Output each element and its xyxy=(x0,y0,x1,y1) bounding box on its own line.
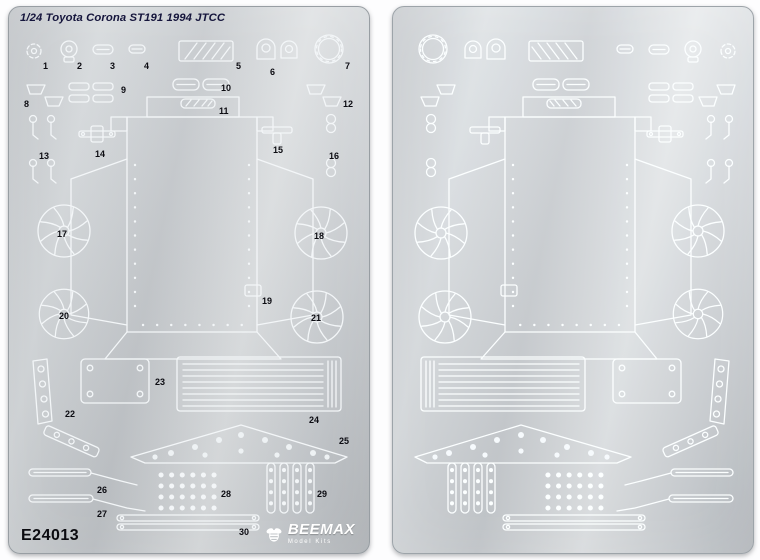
part-label-15: 15 xyxy=(273,145,283,155)
part-label-13: 13 xyxy=(39,151,49,161)
part-label-4: 4 xyxy=(144,61,149,71)
part-label-24: 24 xyxy=(309,415,319,425)
part-label-19: 19 xyxy=(262,296,272,306)
brand-name: BEEMAX xyxy=(287,521,355,538)
part-label-22: 22 xyxy=(65,409,75,419)
part-label-29: 29 xyxy=(317,489,327,499)
part-label-18: 18 xyxy=(314,231,324,241)
part-label-30: 30 xyxy=(239,527,249,537)
part-label-11: 11 xyxy=(219,106,229,116)
part-label-3: 3 xyxy=(110,61,115,71)
part-label-6: 6 xyxy=(270,67,275,77)
brand-text: BEEMAX Model Kits xyxy=(288,522,355,545)
photo-etch-sheet-left: 1 2 3 4 5 6 7 8 9 10 11 12 13 14 15 16 1… xyxy=(8,6,370,554)
part-label-25: 25 xyxy=(339,436,349,446)
etched-parts-drawing-left: 1 2 3 4 5 6 7 8 9 10 11 12 13 14 15 16 1… xyxy=(24,7,353,537)
etched-parts-drawing-right xyxy=(393,7,753,553)
part-label-21: 21 xyxy=(311,313,321,323)
beemax-bee-icon xyxy=(266,527,282,542)
part-label-1: 1 xyxy=(43,61,48,71)
etched-parts-outline-mirrored xyxy=(415,35,735,530)
part-number-labels: 1 2 3 4 5 6 7 8 9 10 11 12 13 14 15 16 1… xyxy=(24,61,353,537)
part-label-23: 23 xyxy=(155,377,165,387)
part-label-20: 20 xyxy=(59,311,69,321)
part-label-28: 28 xyxy=(221,489,231,499)
product-code: E24013 xyxy=(21,527,80,544)
part-label-10: 10 xyxy=(221,83,231,93)
part-label-17: 17 xyxy=(57,229,67,239)
part-label-9: 9 xyxy=(121,85,126,95)
part-label-16: 16 xyxy=(329,151,339,161)
kit-title: 1/24 Toyota Corona ST191 1994 JTCC xyxy=(20,12,226,24)
part-label-26: 26 xyxy=(97,485,107,495)
part-label-8: 8 xyxy=(24,99,29,109)
part-label-7: 7 xyxy=(345,61,350,71)
part-label-2: 2 xyxy=(77,61,82,71)
part-label-27: 27 xyxy=(97,509,107,519)
etched-parts-outline xyxy=(27,35,347,530)
brand-logo: BEEMAX Model Kits xyxy=(265,522,355,545)
brand-subtitle: Model Kits xyxy=(287,539,332,545)
photo-etch-sheet-right xyxy=(392,6,754,554)
part-label-5: 5 xyxy=(236,61,241,71)
part-label-14: 14 xyxy=(95,149,105,159)
part-label-12: 12 xyxy=(343,99,353,109)
